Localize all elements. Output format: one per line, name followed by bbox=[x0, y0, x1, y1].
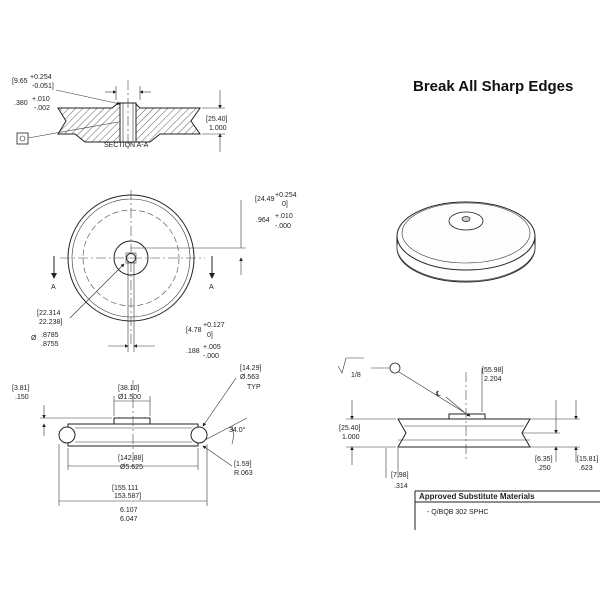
notes-title: Approved Substitute Materials bbox=[419, 492, 535, 501]
side-body bbox=[397, 418, 531, 448]
edge-dim-in: .623 bbox=[579, 465, 593, 472]
tol-b-in: .964 bbox=[256, 217, 270, 224]
side-view bbox=[337, 357, 580, 478]
front-view bbox=[40, 377, 248, 506]
bore-dia-mm-1: [22.314 bbox=[37, 310, 60, 317]
typ-label: TYP bbox=[247, 384, 261, 391]
groove-dia-mm: [14.29] bbox=[240, 365, 261, 372]
tol-c-in-plus: +.005 bbox=[203, 344, 221, 351]
edge-dim-mm: [15.81] bbox=[577, 456, 598, 463]
tol-a-mm-plus: +0.254 bbox=[30, 74, 52, 81]
tol-a-mm-minus: -0.051] bbox=[32, 83, 54, 90]
iso-top-face bbox=[396, 201, 536, 271]
tol-a-in-minus: -.002 bbox=[34, 105, 50, 112]
section-height-in: 1.000 bbox=[209, 125, 227, 132]
mid-dia-in: Ø5.625 bbox=[120, 464, 143, 471]
side-hub bbox=[448, 413, 486, 420]
rim-dim-in: .250 bbox=[537, 465, 551, 472]
section-view bbox=[16, 80, 225, 152]
hub-height-in: .150 bbox=[15, 394, 29, 401]
iso-bore bbox=[461, 216, 471, 222]
outer-dia-in-1: 6.107 bbox=[120, 507, 138, 514]
tol-c-in: .188 bbox=[186, 348, 200, 355]
cut-label-left: A bbox=[51, 284, 56, 291]
tol-a-mm: [9.65 bbox=[12, 78, 28, 85]
hub-height-mm: [3.81] bbox=[12, 385, 30, 392]
section-label: SECTION A-A bbox=[104, 142, 149, 149]
tol-b-in-minus: -.000 bbox=[275, 223, 291, 230]
front-groove-left bbox=[58, 426, 76, 444]
outer-dia-mm-2: 153.587] bbox=[114, 493, 141, 500]
fillet-in: R.063 bbox=[234, 470, 253, 477]
side-height-in: 1.000 bbox=[342, 434, 360, 441]
top-dim-in: 2.204 bbox=[484, 376, 502, 383]
bore-dia-mm-2: 22.238] bbox=[39, 319, 62, 326]
base-dim-mm: [7.98] bbox=[391, 472, 409, 479]
front-groove-right bbox=[190, 426, 208, 444]
outer-dia-mm-1: [155.111 bbox=[112, 485, 138, 492]
centerline-symbol: ℄ bbox=[436, 390, 441, 398]
top-view bbox=[51, 190, 246, 352]
tol-b-in-plus: +.010 bbox=[275, 213, 293, 220]
tol-c-mm: [4.78 bbox=[186, 327, 202, 334]
cut-label-right: A bbox=[209, 284, 214, 291]
side-height-mm: [25.40] bbox=[339, 425, 360, 432]
top-dim-mm: [55.98] bbox=[482, 367, 503, 374]
note-balloon bbox=[389, 362, 401, 374]
outer-dia-in-2: 6.047 bbox=[120, 516, 138, 523]
rim-dim-mm: [6.35] bbox=[535, 456, 553, 463]
hub-dia-mm: [38.10] bbox=[118, 385, 139, 392]
drawing-title: Break All Sharp Edges bbox=[413, 78, 573, 95]
isometric-view bbox=[396, 201, 536, 283]
datum-square-symbol bbox=[16, 132, 29, 145]
diameter-symbol: Ø bbox=[31, 335, 37, 342]
tol-c-in-minus: -.000 bbox=[203, 353, 219, 360]
base-dim-in: .314 bbox=[394, 483, 408, 490]
bore-dia-in-1: .8785 bbox=[41, 332, 59, 339]
notes-item: - Q/BQB 302 SPHC bbox=[427, 509, 488, 516]
tol-b-mm-plus: +0.254 bbox=[275, 192, 297, 199]
notes-box bbox=[414, 490, 600, 530]
finish-symbol bbox=[337, 357, 364, 374]
tol-c-mm-plus: +0.127 bbox=[203, 322, 225, 329]
groove-dia-in: Ø.563 bbox=[240, 374, 259, 381]
section-height-mm: [25.40] bbox=[206, 116, 227, 123]
tol-c-mm-minus: 0] bbox=[207, 332, 213, 339]
fillet-mm: [1.59] bbox=[234, 461, 252, 468]
tol-b-mm-minus: 0] bbox=[282, 201, 288, 208]
tol-a-in-plus: +.010 bbox=[32, 96, 50, 103]
hub-dia-in: Ø1.500 bbox=[118, 394, 141, 401]
mid-dia-mm: [142.88] bbox=[118, 455, 143, 462]
tol-b-mm: [24.49 bbox=[255, 196, 275, 203]
bore-dia-in-2: .8755 bbox=[41, 341, 59, 348]
tol-a-in: .380 bbox=[14, 100, 28, 107]
finish-note-ref: 1/8 bbox=[351, 372, 361, 379]
angle-label: 34.0° bbox=[229, 426, 246, 434]
